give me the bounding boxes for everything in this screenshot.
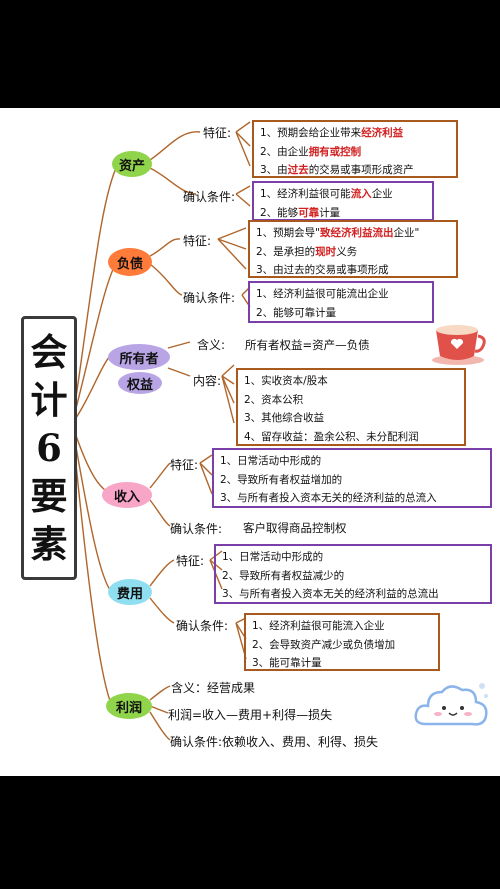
asset-feature-label: 特征: [203, 126, 232, 140]
profit-condition: 确认条件:依赖收入、费用、利得、损失 [170, 735, 379, 749]
profit-meaning: 含义：经营成果 [171, 681, 256, 695]
title-char: 会 [30, 330, 68, 374]
income-feature-label: 特征: [170, 458, 199, 472]
equity-content-2: 2、资本公积 [244, 393, 304, 406]
node-liability: 负债 [108, 248, 152, 276]
equity-content-1: 1、实收资本/股本 [244, 375, 328, 387]
node-asset: 资产 [112, 151, 152, 177]
expense-condition-2: 2、会导致资产减少或负债增加 [252, 638, 396, 651]
main-title: 会 计 6 要 素 [21, 316, 77, 580]
equity-meaning: 所有者权益=资产—负债 [245, 338, 370, 352]
cloud-illustration [412, 678, 492, 742]
equity-content-4: 4、留存收益：盈余公积、未分配利润 [244, 430, 419, 443]
asset-feature-2: 2、由企业拥有或控制 [260, 145, 362, 158]
income-confirm-label: 确认条件: [170, 522, 223, 536]
asset-confirm-label: 确认条件: [183, 190, 236, 204]
title-char: 6 [36, 426, 62, 470]
liability-feature-1: 1、预期会导"致经济利益流出企业" [256, 227, 420, 239]
income-feature-3: 3、与所有者投入资本无关的经济利益的总流入 [220, 492, 437, 504]
expense-feature-label: 特征: [176, 554, 205, 568]
liability-feature-label: 特征: [183, 234, 212, 248]
liability-condition-1: 1、经济利益很可能流出企业 [256, 288, 389, 300]
asset-conditions-box: 1、经济利益很可能流入企业 2、能够可靠计量 [252, 181, 434, 221]
asset-condition-2: 2、能够可靠计量 [260, 206, 341, 219]
liability-confirm-label: 确认条件: [183, 291, 236, 305]
liability-condition-2: 2、能够可靠计量 [256, 306, 337, 319]
liability-conditions-box: 1、经济利益很可能流出企业 2、能够可靠计量 [248, 281, 434, 323]
profit-formula: 利润=收入—费用+利得—损失 [168, 708, 333, 722]
mind-map-sheet: 会 计 6 要 素 资产 特征: 1、预期会给企业带来经济利益 2、由企业拥有或… [0, 108, 500, 776]
equity-content-3: 3、其他综合收益 [244, 412, 325, 424]
income-feature-1: 1、日常活动中形成的 [220, 455, 322, 467]
asset-feature-1: 1、预期会给企业带来经济利益 [260, 127, 404, 139]
income-features-box: 1、日常活动中形成的 2、导致所有者权益增加的 3、与所有者投入资本无关的经济利… [212, 448, 492, 508]
expense-feature-3: 3、与所有者投入资本无关的经济利益的总流出 [222, 588, 439, 600]
expense-conditions-box: 1、经济利益很可能流入企业 2、会导致资产减少或负债增加 3、能可靠计量 [244, 613, 440, 671]
equity-content-box: 1、实收资本/股本 2、资本公积 3、其他综合收益 4、留存收益：盈余公积、未分… [236, 368, 466, 446]
coffee-cup-illustration [428, 316, 488, 370]
equity-content-label: 内容: [193, 374, 222, 388]
node-equity: 所有者 [108, 344, 170, 370]
liability-features-box: 1、预期会导"致经济利益流出企业" 2、是承担的现时义务 3、由过去的交易或事项… [248, 220, 458, 278]
expense-feature-1: 1、日常活动中形成的 [222, 551, 324, 563]
expense-condition-1: 1、经济利益很可能流入企业 [252, 620, 385, 632]
equity-meaning-label: 含义: [197, 338, 226, 352]
expense-features-box: 1、日常活动中形成的 2、导致所有者权益减少的 3、与所有者投入资本无关的经济利… [214, 544, 492, 604]
income-feature-2: 2、导致所有者权益增加的 [220, 473, 343, 486]
expense-condition-3: 3、能可靠计量 [252, 657, 322, 669]
title-char: 计 [30, 378, 68, 422]
income-condition: 客户取得商品控制权 [243, 521, 347, 535]
node-income: 收入 [102, 482, 152, 508]
title-char: 素 [30, 522, 68, 566]
expense-feature-2: 2、导致所有者权益减少的 [222, 569, 345, 582]
asset-condition-1: 1、经济利益很可能流入企业 [260, 188, 393, 200]
liability-feature-2: 2、是承担的现时义务 [256, 245, 358, 258]
asset-features-box: 1、预期会给企业带来经济利益 2、由企业拥有或控制 3、由过去的交易或事项形成资… [252, 120, 458, 178]
liability-feature-3: 3、由过去的交易或事项形成 [256, 264, 389, 276]
node-equity-2: 权益 [118, 372, 162, 394]
expense-confirm-label: 确认条件: [176, 619, 229, 633]
node-expense: 费用 [108, 579, 152, 605]
node-profit: 利润 [106, 693, 152, 719]
asset-feature-3: 3、由过去的交易或事项形成资产 [260, 164, 414, 176]
title-char: 要 [30, 474, 68, 518]
